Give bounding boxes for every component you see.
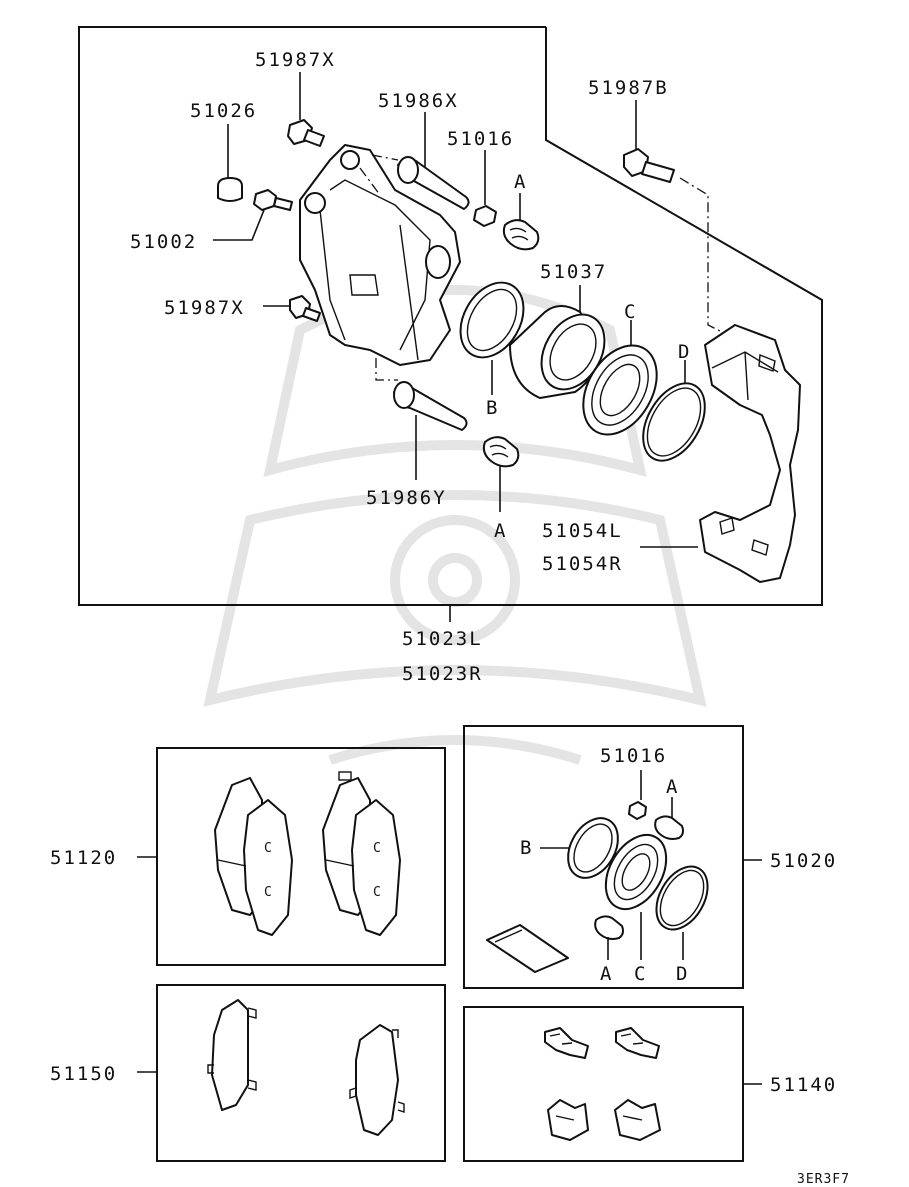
label-bolt-upper: 51987X — [255, 49, 336, 71]
bushing — [473, 150, 497, 227]
pad-marker-c1: C — [264, 841, 273, 856]
dust-cap — [217, 124, 243, 202]
boot-lower — [482, 436, 520, 512]
piston-seal — [459, 281, 525, 395]
kit-label-boot-lower: A — [600, 963, 613, 985]
bleeder-screw — [213, 189, 293, 241]
label-seal-kit: 51020 — [770, 850, 837, 872]
kit-label-boot-upper: A — [666, 776, 679, 798]
clip-kit — [463, 1006, 762, 1162]
support-bolt — [623, 100, 729, 336]
pad-marker-c3: C — [373, 841, 382, 856]
label-ring-d: D — [678, 341, 691, 363]
label-pin-upper: 51986X — [378, 90, 459, 112]
seal-kit — [463, 725, 762, 989]
label-assy-r: 51023R — [402, 663, 483, 685]
label-seal-b: B — [486, 397, 499, 419]
label-support-bolt: 51987B — [588, 77, 669, 99]
label-assy-l: 51023L — [402, 628, 483, 650]
label-support-r: 51054R — [542, 553, 623, 575]
caliper-support — [640, 324, 801, 583]
label-bleeder: 51002 — [130, 231, 197, 253]
guide-pin-upper — [397, 112, 470, 210]
kit-label-ring-d: D — [676, 963, 689, 985]
label-bolt-mid: 51987X — [164, 297, 245, 319]
label-boot-c: C — [624, 301, 637, 323]
piston-boot — [582, 320, 658, 436]
label-cap: 51026 — [190, 100, 257, 122]
retaining-ring — [642, 360, 706, 462]
pad-marker-c4: C — [373, 885, 382, 900]
boot-upper — [502, 193, 540, 251]
label-boot-lower: A — [494, 520, 507, 542]
label-bushing: 51016 — [447, 128, 514, 150]
caliper-bolt-mid — [263, 295, 321, 322]
kit-label-seal-b: B — [520, 837, 533, 859]
caliper-bolt-upper — [287, 72, 325, 147]
pad-marker-c2: C — [264, 885, 273, 900]
label-clips: 51140 — [770, 1074, 837, 1096]
diagram-code: 3ER3F7 — [797, 1172, 850, 1187]
shim-kit — [137, 984, 446, 1162]
brake-pad-kit — [137, 747, 446, 966]
main-assembly-frame — [78, 26, 823, 622]
caliper-body — [299, 144, 461, 366]
label-piston: 51037 — [540, 261, 607, 283]
label-support-l: 51054L — [542, 520, 623, 542]
guide-pin-lower — [375, 358, 468, 480]
label-pads: 51120 — [50, 847, 117, 869]
label-pin-lower: 51986Y — [366, 487, 447, 509]
label-boot-upper: A — [514, 171, 527, 193]
kit-label-boot-c: C — [634, 963, 647, 985]
kit-label-bushing: 51016 — [600, 745, 667, 767]
watermark-emblem — [203, 285, 707, 765]
label-shims: 51150 — [50, 1063, 117, 1085]
